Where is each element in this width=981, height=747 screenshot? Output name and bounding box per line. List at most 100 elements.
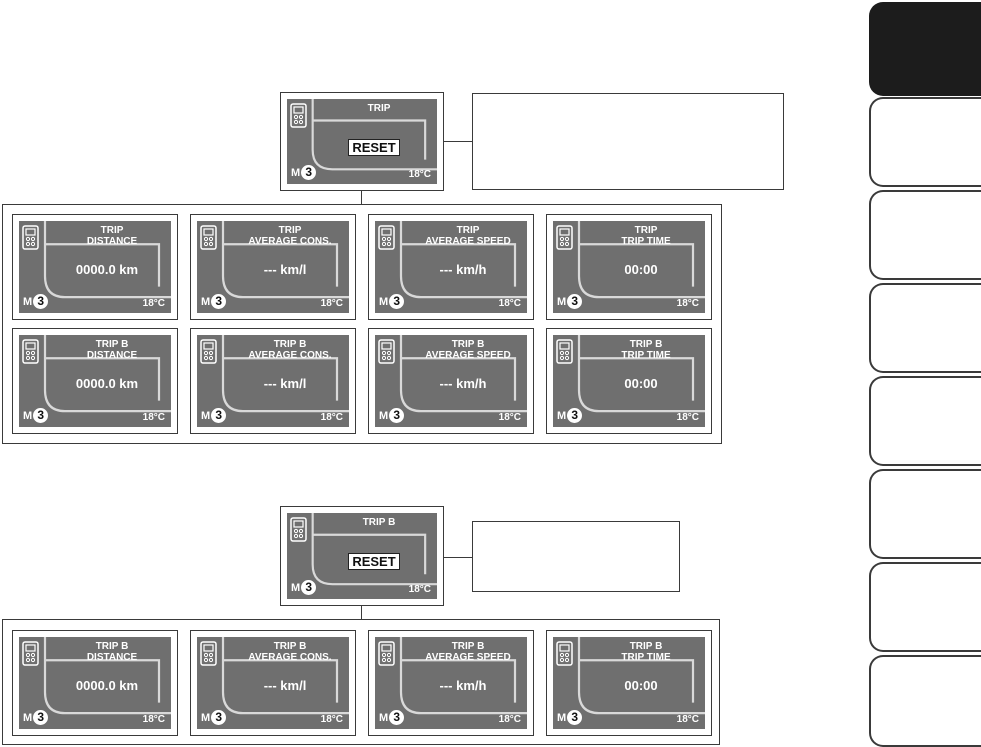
display-title-line2: TRIP TIME — [621, 236, 671, 247]
display-title-line2: AVERAGE SPEED — [425, 652, 511, 663]
display-title-line1: TRIP — [456, 225, 480, 236]
display-frame-line — [577, 637, 705, 715]
mode-circle-icon: 3 — [301, 165, 317, 180]
display-value: --- km/h — [439, 262, 487, 277]
side-tab-3[interactable] — [869, 190, 981, 280]
mode-circle-icon: 3 — [567, 710, 583, 725]
mode-indicator: M 3 — [379, 710, 405, 725]
display-value: 00:00 — [624, 262, 658, 277]
display-value: --- km/l — [263, 376, 307, 391]
mode-letter: M — [201, 409, 211, 422]
trip-display-cell: TRIP DISTANCE 0000.0 km M 3 18°C — [12, 214, 178, 320]
side-tab-2[interactable] — [869, 97, 981, 187]
mode-circle-icon: 3 — [389, 408, 405, 423]
mode-indicator: M 3 — [379, 408, 405, 423]
display-title-line2: AVERAGE SPEED — [425, 236, 511, 247]
device-icon — [200, 339, 217, 364]
reset-label: RESET — [348, 553, 400, 570]
lcd-screen: TRIP TRIP TIME 00:00 M 3 18°C — [553, 221, 705, 313]
lcd-screen: TRIP B AVERAGE SPEED --- km/h M 3 18°C — [375, 637, 527, 729]
trip-display-cell: TRIP B AVERAGE SPEED --- km/h M 3 18°C — [368, 630, 534, 736]
mode-indicator: M 3 — [23, 408, 49, 423]
reset-label: RESET — [348, 139, 400, 156]
mode-indicator: M 3 — [291, 580, 317, 595]
display-title-line1: TRIP B — [273, 641, 307, 652]
trip-display-cell: TRIP B AVERAGE SPEED --- km/h M 3 18°C — [368, 328, 534, 434]
mode-circle-icon: 3 — [389, 710, 405, 725]
lcd-screen: TRIP B DISTANCE 0000.0 km M 3 18°C — [19, 335, 171, 427]
temperature-readout: 18°C — [320, 714, 343, 725]
side-tab-7[interactable] — [869, 562, 981, 652]
display-title-line2: DISTANCE — [86, 350, 138, 361]
side-tab-5[interactable] — [869, 376, 981, 466]
display-value: RESET — [321, 139, 427, 156]
trip-display-cell: TRIP B DISTANCE 0000.0 km M 3 18°C — [12, 328, 178, 434]
display-title-line1: TRIP B — [629, 641, 663, 652]
display-title-line2: AVERAGE SPEED — [425, 350, 511, 361]
device-icon — [378, 641, 395, 666]
lcd-screen: TRIP B TRIP TIME 00:00 M 3 18°C — [553, 637, 705, 729]
trip-b-reset-display: TRIP B RESET M 3 18°C — [280, 506, 444, 606]
device-icon — [200, 225, 217, 250]
mode-circle-icon: 3 — [211, 408, 227, 423]
temperature-readout: 18°C — [408, 169, 431, 180]
mode-indicator: M 3 — [201, 294, 227, 309]
lcd-screen: TRIP DISTANCE 0000.0 km M 3 18°C — [19, 221, 171, 313]
mode-letter: M — [23, 711, 33, 724]
temperature-readout: 18°C — [408, 584, 431, 595]
device-icon — [200, 641, 217, 666]
temperature-readout: 18°C — [498, 714, 521, 725]
mode-letter: M — [557, 711, 567, 724]
side-tab-4[interactable] — [869, 283, 981, 373]
temperature-readout: 18°C — [320, 298, 343, 309]
display-frame-line — [577, 335, 705, 413]
display-title: TRIP — [367, 103, 391, 114]
lcd-screen: TRIP B AVERAGE CONS. --- km/l M 3 18°C — [197, 335, 349, 427]
mode-letter: M — [379, 409, 389, 422]
display-value: --- km/l — [263, 678, 307, 693]
lcd-screen: TRIP AVERAGE CONS. --- km/l M 3 18°C — [197, 221, 349, 313]
mode-indicator: M 3 — [557, 408, 583, 423]
device-icon — [22, 641, 39, 666]
lcd-screen: TRIP B AVERAGE SPEED --- km/h M 3 18°C — [375, 335, 527, 427]
display-title-line1: TRIP B — [451, 339, 485, 350]
trip-reset-note-box — [472, 93, 784, 190]
temperature-readout: 18°C — [142, 412, 165, 423]
trip-display-cell: TRIP AVERAGE CONS. --- km/l M 3 18°C — [190, 214, 356, 320]
display-title-line2: AVERAGE CONS. — [248, 350, 332, 361]
lcd-screen: TRIP B AVERAGE CONS. --- km/l M 3 18°C — [197, 637, 349, 729]
display-frame-line — [221, 221, 349, 299]
device-icon — [556, 641, 573, 666]
display-value: --- km/h — [439, 678, 487, 693]
connector-line — [361, 191, 362, 204]
mode-circle-icon: 3 — [33, 294, 49, 309]
trip-display-cell: TRIP B AVERAGE CONS. --- km/l M 3 18°C — [190, 630, 356, 736]
display-value: RESET — [321, 553, 427, 570]
trip-display-cell: TRIP AVERAGE SPEED --- km/h M 3 18°C — [368, 214, 534, 320]
mode-letter: M — [379, 295, 389, 308]
mode-indicator: M 3 — [557, 710, 583, 725]
device-icon — [556, 225, 573, 250]
side-tab-1[interactable] — [869, 2, 981, 96]
mode-circle-icon: 3 — [33, 710, 49, 725]
trip-display-cell: TRIP B TRIP TIME 00:00 M 3 18°C — [546, 630, 712, 736]
mode-letter: M — [379, 711, 389, 724]
device-icon — [22, 225, 39, 250]
temperature-readout: 18°C — [498, 412, 521, 423]
display-frame-line — [399, 221, 527, 299]
display-title-line2: AVERAGE CONS. — [248, 236, 332, 247]
display-frame-line — [221, 335, 349, 413]
device-icon — [22, 339, 39, 364]
display-frame-line — [43, 335, 171, 413]
mode-letter: M — [557, 295, 567, 308]
side-tab-8[interactable] — [869, 655, 981, 747]
display-title-line2: TRIP TIME — [621, 350, 671, 361]
mode-indicator: M 3 — [23, 710, 49, 725]
trip-display-cell: TRIP TRIP TIME 00:00 M 3 18°C — [546, 214, 712, 320]
mode-circle-icon: 3 — [33, 408, 49, 423]
mode-circle-icon: 3 — [567, 408, 583, 423]
mode-indicator: M 3 — [557, 294, 583, 309]
temperature-readout: 18°C — [142, 714, 165, 725]
mode-circle-icon: 3 — [567, 294, 583, 309]
side-tab-6[interactable] — [869, 469, 981, 559]
